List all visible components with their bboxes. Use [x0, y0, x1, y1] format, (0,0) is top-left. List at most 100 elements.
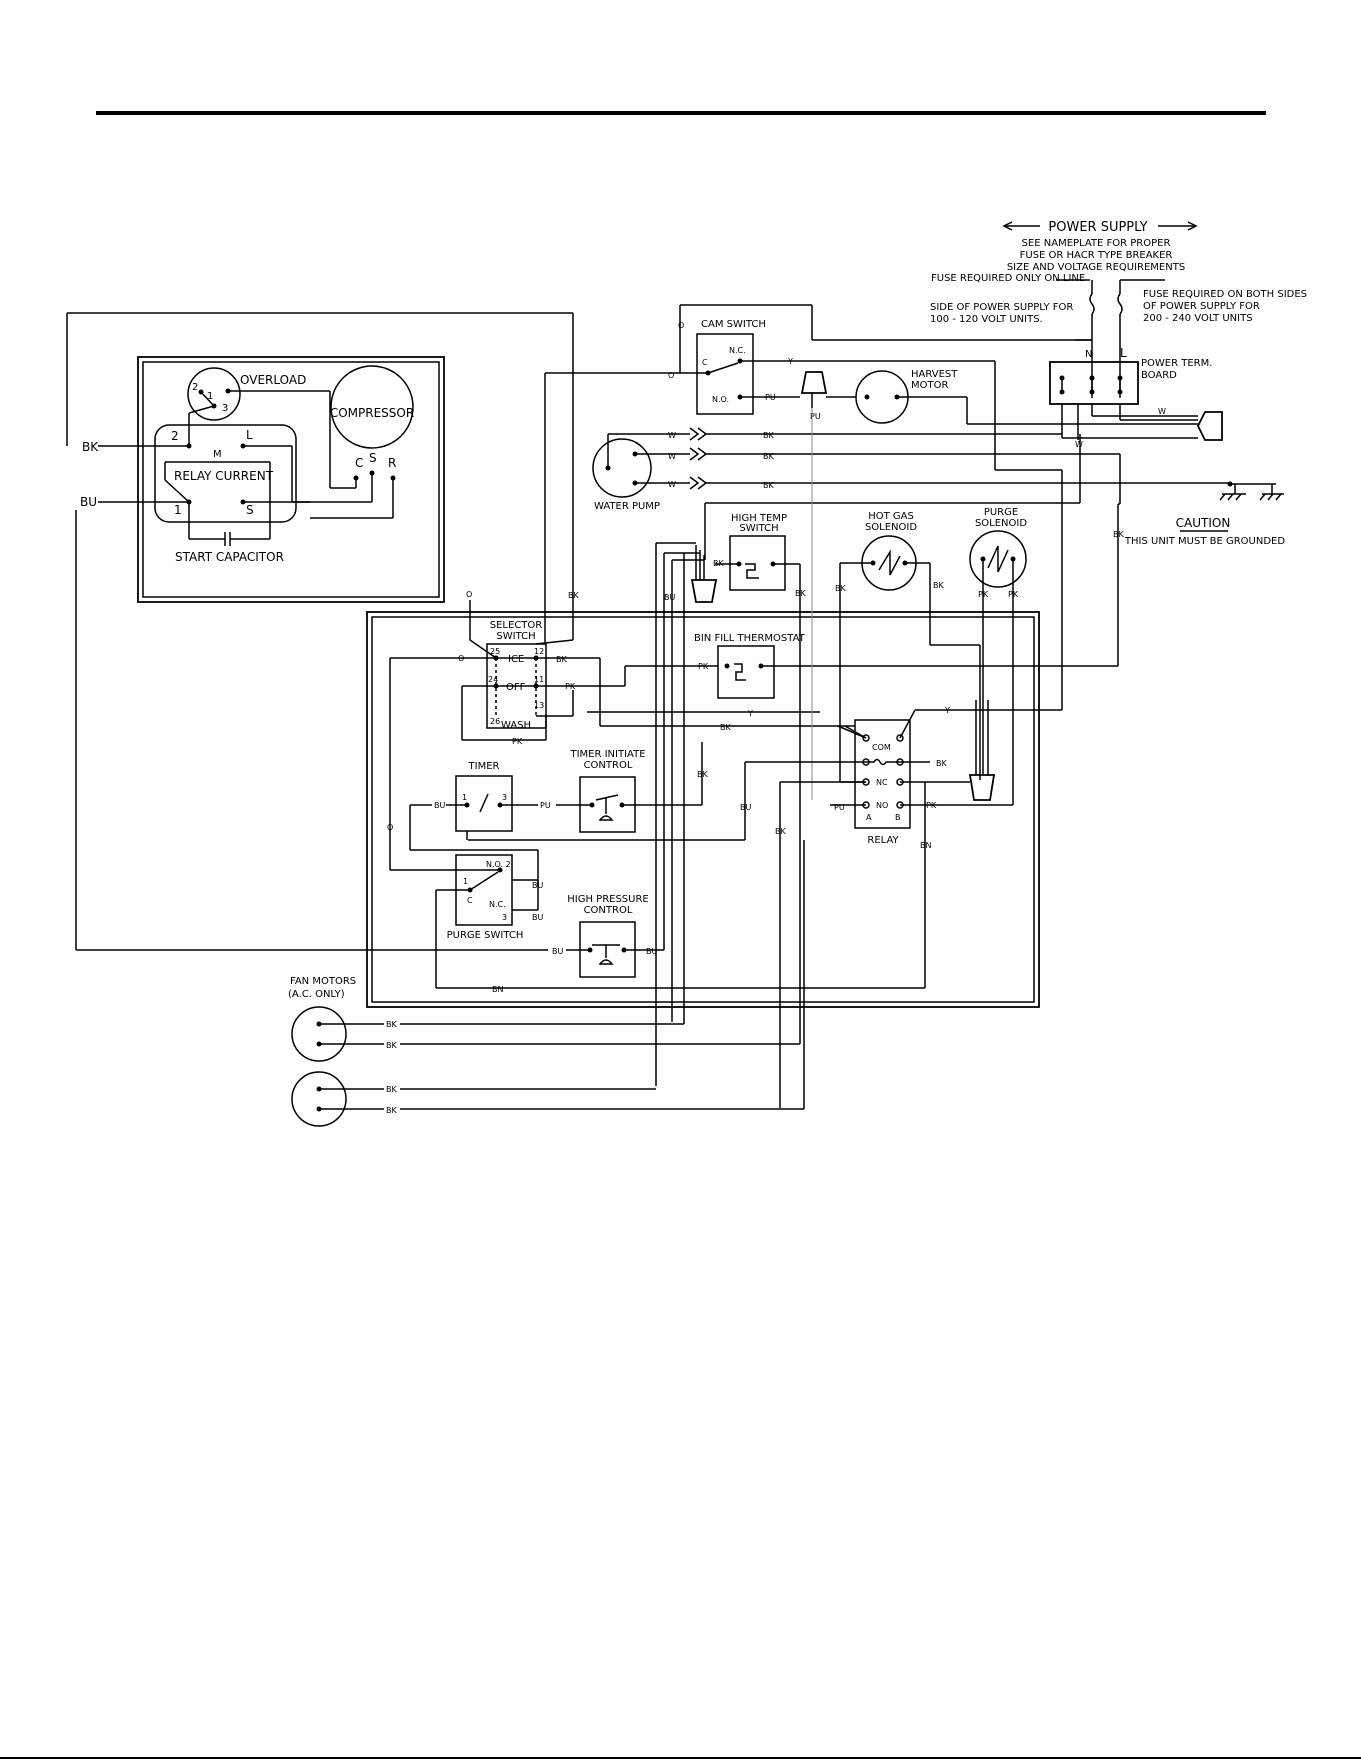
start-capacitor-label: START CAPACITOR: [175, 550, 284, 564]
selector-pin-11: 11: [534, 675, 544, 684]
y-wires: Y Y: [587, 361, 1063, 800]
timer-initiate-label-1: TIMER INITIATE: [569, 749, 645, 760]
water-pump-label: WATER PUMP: [594, 501, 660, 512]
selector-pin-25: 25: [490, 647, 500, 656]
caution-text: THIS UNIT MUST BE GROUNDED: [1124, 536, 1285, 547]
relay: [854, 719, 911, 829]
harvest-motor-group: PU HARVEST MOTOR: [800, 369, 1198, 425]
fan-motors-label-2: (A.C. ONLY): [288, 989, 345, 1000]
fuse-note-1b: SIDE OF POWER SUPPLY FOR: [930, 302, 1073, 313]
wire-label: PK: [978, 590, 989, 599]
high-temp-switch-group: HIGH TEMP SWITCH BK BK BU: [655, 434, 1081, 1086]
timer-pin-1: 1: [462, 793, 467, 802]
selector-pin-26: 26: [490, 717, 500, 726]
timer-pin-3: 3: [502, 793, 507, 802]
overload-label: OVERLOAD: [240, 373, 306, 387]
wire-label: BU: [532, 913, 543, 922]
cam-c-label: C: [702, 358, 708, 367]
harvest-motor-label-1: HARVEST: [911, 369, 958, 380]
purge-switch-group: PURGE SWITCH N.O. 2 1 C N.C. 3 BU BU O: [387, 823, 543, 988]
high-temp-label-2: SWITCH: [739, 523, 778, 534]
relay-pin-s: S: [246, 503, 254, 517]
selector-switch-group: SELECTOR SWITCH ICE OFF WASH 25 12 24 11…: [389, 590, 855, 870]
high-pressure-label-2: CONTROL: [584, 905, 633, 916]
hot-gas-label-1: HOT GAS: [868, 511, 914, 522]
nameplate-note-2: FUSE OR HACR TYPE BREAKER: [1020, 250, 1173, 261]
purge-solenoid: [969, 530, 1027, 588]
wire-label: BK: [763, 431, 774, 440]
selector-pin-12: 12: [534, 647, 544, 656]
wire-label: BK: [568, 591, 579, 600]
wire-label: O: [466, 590, 472, 599]
wire-label: PK: [698, 662, 709, 671]
wire-label: BK: [713, 559, 724, 568]
selector-pin-13: 13: [534, 701, 544, 710]
wire-label: BU: [646, 947, 657, 956]
purge-sol-label-2: SOLENOID: [975, 518, 1027, 529]
left-wiring: BK BU BK: [66, 312, 579, 951]
fuse-note-2a: FUSE REQUIRED ON BOTH SIDES: [1143, 289, 1307, 300]
hot-gas-label-2: SOLENOID: [865, 522, 917, 533]
relay-current: [154, 424, 297, 523]
compressor-pin-c: C: [355, 456, 363, 470]
wire-label: W: [1158, 407, 1166, 416]
compressor-box: OVERLOAD 2 1 3 COMPRESSOR C S R 2 L M RE…: [137, 356, 445, 603]
cam-switch-label: CAM SWITCH: [701, 319, 766, 330]
relay-pin-b: B: [895, 813, 901, 822]
bin-fill-label: BIN FILL THERMOSTAT: [694, 633, 806, 644]
high-pressure-label-1: HIGH PRESSURE: [567, 894, 649, 905]
wire-label: Y: [787, 357, 793, 366]
wire-label: BK: [556, 655, 567, 664]
caution-title: CAUTION: [1176, 516, 1231, 530]
wire-label: W: [668, 480, 676, 489]
control-box: [366, 611, 1040, 1008]
fan-motor-2: [291, 1071, 347, 1127]
relay-pin-no: NO: [876, 801, 888, 810]
wire-label: PU: [765, 393, 776, 402]
nameplate-note-1: SEE NAMEPLATE FOR PROPER: [1022, 238, 1171, 249]
wire-label: O: [668, 371, 674, 380]
wire-label: W: [1075, 440, 1083, 449]
nameplate-note-3: SIZE AND VOLTAGE REQUIREMENTS: [1007, 262, 1185, 273]
compressor-pin-r: R: [388, 456, 396, 470]
high-pressure-group: HIGH PRESSURE CONTROL BU BU: [552, 894, 664, 978]
wire-label: BK: [1113, 530, 1124, 539]
wire-label: Y: [747, 709, 753, 718]
purge-pin-1: 1: [463, 877, 468, 886]
selector-pos-wash: WASH: [501, 720, 531, 731]
overload: [187, 367, 241, 421]
wire-label: O: [387, 823, 393, 832]
wire-label: BN: [920, 841, 931, 850]
misc-wiring: W: [1075, 404, 1121, 505]
timer-initiate-group: TIMER INITIATE CONTROL BK: [569, 742, 708, 833]
power-plug: [1196, 411, 1223, 441]
timer: [455, 775, 513, 832]
selector-label-2: SWITCH: [496, 631, 535, 642]
wire-label-bu: BU: [80, 495, 97, 509]
terminal-l-label: L: [1120, 346, 1127, 360]
wire-label: BK: [775, 827, 786, 836]
wire-label: PK: [926, 801, 937, 810]
wire-label: PU: [540, 801, 551, 810]
bin-fill-thermostat: [717, 645, 775, 699]
cam-nc-label: N.C.: [729, 346, 746, 355]
timer-initiate-label-2: CONTROL: [584, 760, 633, 771]
relay-label: RELAY: [867, 835, 899, 846]
relay-pin-1: 1: [174, 503, 182, 517]
relay-pin-l: L: [246, 428, 253, 442]
purge-sol-label-1: PURGE: [984, 507, 1018, 518]
timer-label: TIMER: [468, 761, 500, 772]
fan-motor-1: [291, 1006, 347, 1062]
power-supply-title: POWER SUPPLY: [1048, 220, 1147, 235]
selector-pos-ice: ICE: [508, 654, 524, 665]
relay-group: RELAY COM NC NO A B BK PK PU BU BN BN BK: [436, 709, 1013, 1108]
cam-no-label: N.O.: [712, 395, 729, 404]
wire-label: PK: [1008, 590, 1019, 599]
fuse-note-1a: FUSE REQUIRED ONLY ON LINE: [931, 273, 1085, 284]
relay-pin-m: M: [213, 449, 222, 460]
purge-pin-nc: N.C.: [489, 900, 506, 909]
relay-pin-com: COM: [872, 743, 891, 752]
relay-pin-nc: NC: [876, 778, 888, 787]
water-pump-group: WATER PUMP W BK W BK W BK: [592, 427, 1230, 512]
